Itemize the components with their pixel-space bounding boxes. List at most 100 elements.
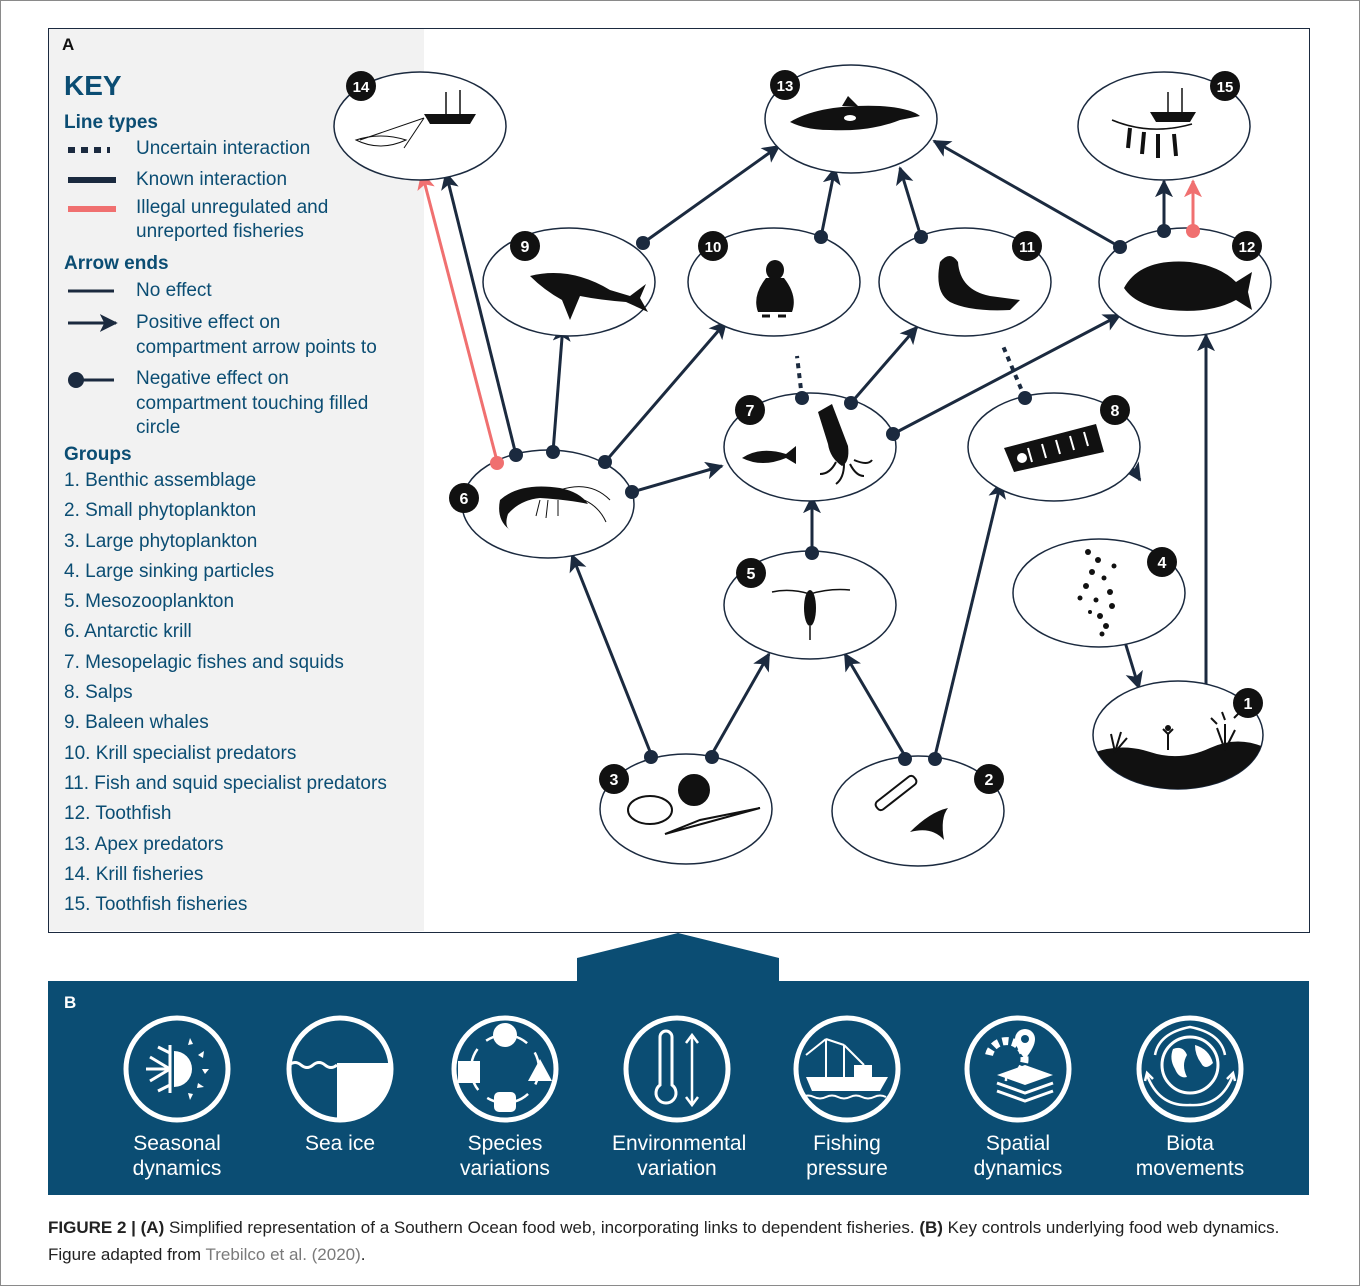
large-phytoplankton-icon	[627, 774, 761, 835]
illegal-fisheries-label-2: unreported fisheries	[136, 221, 304, 242]
group-item: 12. Toothfish	[64, 803, 172, 824]
svg-text:10: 10	[705, 239, 722, 256]
badge-7: 7	[735, 395, 765, 425]
fish-squid-icon	[742, 404, 873, 485]
orca-icon	[790, 96, 920, 131]
badge-5: 5	[736, 558, 766, 588]
group-item: 11. Fish and squid specialist predators	[64, 773, 387, 794]
whale-icon	[530, 273, 648, 320]
groups-heading: Groups	[64, 444, 132, 465]
arrow-ends-heading: Arrow ends	[64, 253, 169, 274]
badge-13: 13	[770, 70, 800, 100]
caption-figure-label: FIGURE 2 |	[48, 1218, 136, 1237]
controls-up-arrow	[577, 933, 779, 981]
krill-icon	[499, 486, 611, 530]
figure-caption: FIGURE 2 | (A) Simplified representation…	[48, 1214, 1313, 1268]
badge-6: 6	[449, 483, 479, 513]
panel-a-label: A	[62, 35, 75, 54]
edge-2-5	[843, 652, 907, 757]
negative-effect-label-2: compartment touching filled	[136, 393, 369, 414]
line-types-heading: Line types	[64, 112, 158, 133]
edges	[441, 139, 1215, 757]
edge-7-12	[892, 313, 1122, 436]
control-label: movements	[1135, 1157, 1245, 1180]
edge-6-7	[631, 461, 724, 494]
svg-text:3: 3	[610, 772, 619, 789]
edge-4-1	[1123, 641, 1143, 690]
svg-text:9: 9	[521, 239, 530, 256]
edge-9-13	[642, 144, 781, 245]
sinking-particles-icon	[1077, 549, 1117, 637]
caption-source-prefix: Figure adapted from	[48, 1245, 202, 1264]
node-7	[723, 392, 897, 502]
penguin-icon	[756, 260, 794, 318]
edge-3-5	[710, 652, 771, 755]
control-label: dynamics	[132, 1157, 222, 1180]
group-item: 2. Small phytoplankton	[64, 500, 257, 521]
svg-text:14: 14	[353, 79, 370, 96]
control-label: variation	[637, 1157, 717, 1180]
control-label: dynamics	[973, 1157, 1063, 1180]
caption-a-text: Simplified representation of a Southern …	[168, 1218, 915, 1237]
illegal-edges	[417, 171, 1202, 462]
node-badges: 1 2 3 4 5 6 7 8 9 10 11 12 13 14 15	[346, 70, 1263, 794]
sea-ice-icon	[286, 1015, 394, 1123]
control-label: Seasonal	[133, 1132, 221, 1155]
map-layers-icon	[964, 1015, 1072, 1123]
krill-trawler-icon	[354, 90, 476, 149]
control-fishing-pressure: Fishing pressure	[782, 1015, 912, 1181]
negative-effect-dot-sample	[68, 372, 84, 388]
svg-text:13: 13	[777, 78, 794, 95]
panel-b-label: B	[64, 993, 77, 1012]
node-4	[1012, 538, 1186, 648]
positive-effect-label-2: compartment arrow points to	[136, 337, 377, 358]
badge-2: 2	[974, 764, 1004, 794]
caption-b-label: (B)	[919, 1218, 943, 1237]
caption-a-label: (A)	[140, 1218, 165, 1237]
badge-12: 12	[1232, 231, 1262, 261]
svg-text:2: 2	[985, 772, 994, 789]
small-phytoplankton-icon	[874, 774, 948, 840]
svg-text:8: 8	[1111, 403, 1120, 420]
uncertain-interaction-label: Uncertain interaction	[136, 138, 311, 159]
key-title: KEY	[64, 70, 122, 101]
caption-source-link[interactable]: Trebilco et al. (2020)	[205, 1245, 361, 1264]
control-label: Environmental	[612, 1132, 747, 1155]
control-spatial-dynamics: Spatial dynamics	[953, 1015, 1083, 1181]
edge-11-13	[896, 166, 923, 238]
badge-1: 1	[1233, 688, 1263, 718]
seal-icon	[938, 256, 1020, 311]
badge-4: 4	[1147, 547, 1177, 577]
control-label: Biota	[1166, 1132, 1214, 1155]
copepod-icon	[771, 588, 851, 640]
edge-6-10	[603, 320, 728, 463]
edge-6-14-illegal	[417, 171, 499, 462]
group-item: 4. Large sinking particles	[64, 561, 275, 582]
salp-icon	[1004, 424, 1104, 472]
badge-9: 9	[510, 231, 540, 261]
illegal-fisheries-label-1: Illegal unregulated and	[136, 197, 329, 218]
svg-text:12: 12	[1239, 239, 1256, 256]
badge-3: 3	[599, 764, 629, 794]
edge-6-9	[551, 323, 571, 453]
group-item: 14. Krill fisheries	[64, 864, 204, 885]
caption-b-text: Key controls underlying food web dynamic…	[947, 1218, 1280, 1237]
control-label: pressure	[806, 1157, 888, 1180]
globe-arrows-icon	[1136, 1015, 1244, 1123]
group-item: 6. Antarctic krill	[64, 621, 192, 642]
group-item: 3. Large phytoplankton	[64, 531, 258, 552]
group-item: 10. Krill specialist predators	[64, 743, 297, 764]
group-item: 13. Apex predators	[64, 834, 224, 855]
badge-14: 14	[346, 71, 376, 101]
negative-effect-dots	[490, 224, 1200, 766]
caption-source-suffix: .	[360, 1245, 366, 1264]
group-item: 9. Baleen whales	[64, 712, 209, 733]
control-environmental-variation: Environmental variation	[612, 1015, 747, 1181]
food-web-diagram: 1 2 3 4 5 6 7 8 9 10 11 12 13 14 15	[68, 64, 1272, 981]
badge-11: 11	[1012, 231, 1042, 261]
control-label: Spatial	[985, 1132, 1051, 1155]
node-2	[831, 755, 1005, 867]
control-label: Species	[467, 1132, 543, 1155]
svg-text:4: 4	[1158, 555, 1167, 572]
edge-3-6	[569, 553, 653, 755]
